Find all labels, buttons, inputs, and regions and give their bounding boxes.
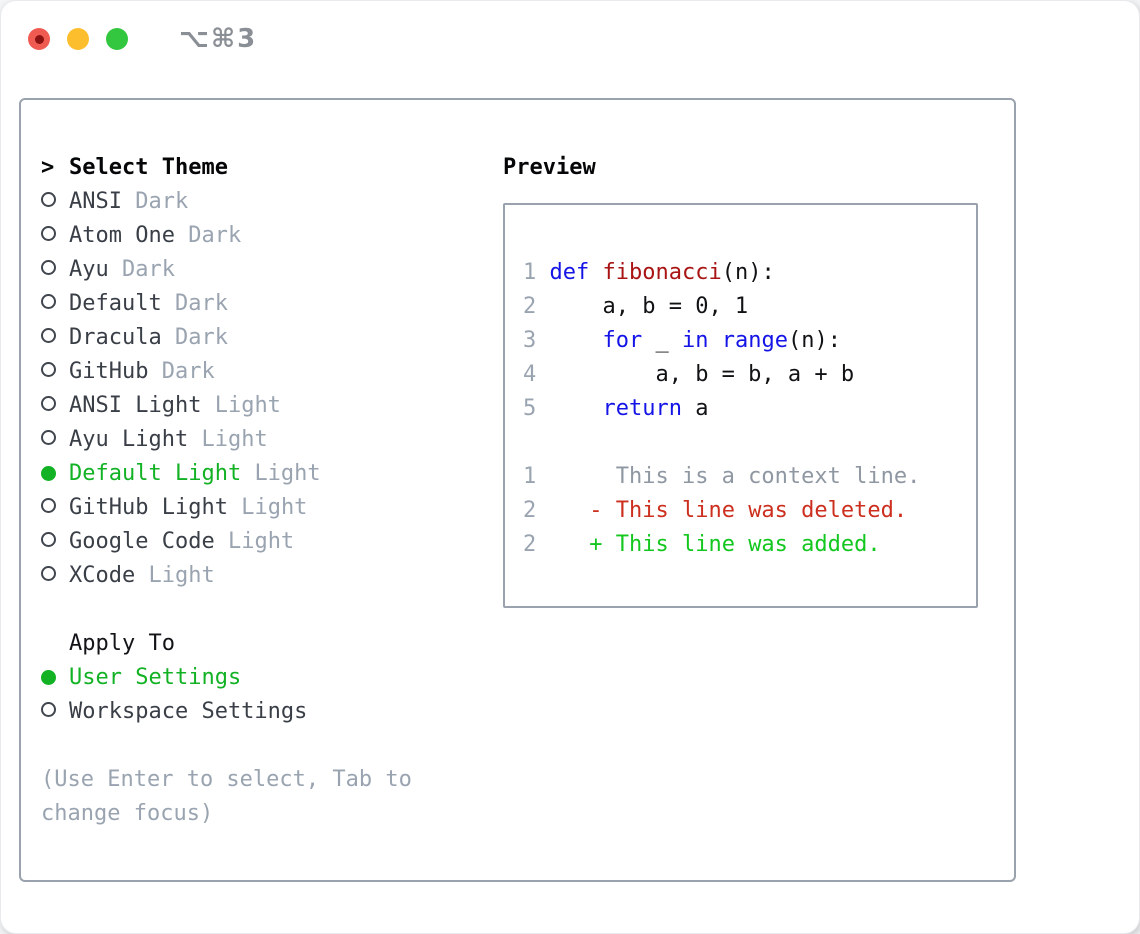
apply-to-header: Apply To bbox=[41, 627, 445, 661]
radio-outline-icon bbox=[41, 321, 69, 355]
hint-text: (Use Enter to select, Tab to change focu… bbox=[41, 767, 412, 826]
theme-name: GitHub Light bbox=[69, 495, 228, 520]
diff-line: 2 - This line was deleted. bbox=[523, 498, 908, 523]
code-line: 2 a, b = 0, 1 bbox=[523, 294, 749, 319]
radio-outline-icon bbox=[41, 389, 69, 423]
theme-item-github-light[interactable]: GitHub Light Light bbox=[41, 491, 445, 525]
prompt-caret: > bbox=[41, 155, 55, 180]
theme-item-default[interactable]: Default Dark bbox=[41, 287, 445, 321]
theme-name: Dracula bbox=[69, 325, 162, 350]
theme-name: XCode bbox=[69, 563, 136, 588]
apply-option-label: Workspace Settings bbox=[69, 699, 308, 724]
code-preview: 1 def fibonacci(n): 2 a, b = 0, 1 3 for _ … bbox=[523, 256, 960, 426]
select-theme-header: > Select Theme bbox=[41, 151, 445, 185]
theme-variant: Dark bbox=[122, 257, 175, 282]
radio-outline-icon bbox=[41, 355, 69, 389]
code-line: 1 def fibonacci(n): bbox=[523, 260, 775, 285]
theme-variant: Dark bbox=[161, 359, 215, 384]
theme-name: Google Code bbox=[69, 529, 215, 554]
radio-filled-icon bbox=[41, 661, 69, 695]
theme-item-ansi[interactable]: ANSI Dark bbox=[41, 185, 445, 219]
radio-outline-icon bbox=[41, 253, 69, 287]
theme-name: GitHub bbox=[69, 359, 149, 384]
theme-name: Ayu Light bbox=[69, 427, 189, 452]
window-title: ⌥⌘3 bbox=[179, 24, 258, 54]
radio-outline-icon bbox=[41, 491, 69, 525]
code-line: 4 a, b = b, a + b bbox=[523, 362, 855, 387]
theme-item-dracula[interactable]: Dracula Dark bbox=[41, 321, 445, 355]
apply-option-user-settings[interactable]: User Settings bbox=[41, 661, 445, 695]
radio-outline-icon bbox=[41, 185, 69, 219]
apply-option-label: User Settings bbox=[69, 665, 242, 690]
theme-variant: Dark bbox=[135, 189, 189, 214]
spacer bbox=[41, 593, 445, 627]
diff-line: 2 + This line was added. bbox=[523, 532, 881, 557]
theme-item-xcode[interactable]: XCode Light bbox=[41, 559, 445, 593]
blank-line bbox=[523, 426, 960, 460]
theme-variant: Light bbox=[227, 529, 295, 554]
radio-outline-icon bbox=[41, 559, 69, 593]
titlebar: ⌥⌘3 bbox=[1, 1, 1139, 77]
radio-filled-icon bbox=[41, 457, 69, 491]
radio-outline-icon bbox=[41, 219, 69, 253]
theme-variant: Dark bbox=[174, 325, 228, 350]
theme-name: ANSI Light bbox=[69, 393, 202, 418]
minimize-button[interactable] bbox=[67, 28, 89, 50]
theme-item-default-light[interactable]: Default Light Light bbox=[41, 457, 445, 491]
radio-outline-icon bbox=[41, 287, 69, 321]
radio-outline-icon bbox=[41, 525, 69, 559]
code-line: 3 for _ in range(n): bbox=[523, 328, 841, 353]
theme-item-atom-one[interactable]: Atom One Dark bbox=[41, 219, 445, 253]
diff-preview: 1 This is a context line. 2 - This line w… bbox=[523, 460, 960, 562]
theme-variant: Light bbox=[201, 427, 268, 452]
preview-title: Preview bbox=[503, 155, 596, 180]
preview-box: 1 def fibonacci(n): 2 a, b = 0, 1 3 for _ … bbox=[503, 203, 978, 608]
theme-item-google-code[interactable]: Google Code Light bbox=[41, 525, 445, 559]
theme-item-ansi-light[interactable]: ANSI Light Light bbox=[41, 389, 445, 423]
theme-variant: Light bbox=[254, 461, 321, 486]
select-theme-title: Select Theme bbox=[69, 155, 228, 180]
diff-line: 1 This is a context line. bbox=[523, 464, 921, 489]
radio-outline-icon bbox=[41, 423, 69, 457]
close-button[interactable] bbox=[28, 28, 50, 50]
theme-variant: Light bbox=[241, 495, 308, 520]
apply-option-workspace-settings[interactable]: Workspace Settings bbox=[41, 695, 445, 729]
theme-name: Default bbox=[69, 291, 162, 316]
theme-name: ANSI bbox=[69, 189, 122, 214]
theme-name: Ayu bbox=[69, 257, 109, 282]
theme-variant: Light bbox=[148, 563, 215, 588]
theme-variant: Dark bbox=[188, 223, 242, 248]
preview-column: Preview 1 def fibonacci(n): 2 a, b = 0, 1… bbox=[503, 151, 978, 608]
apply-to-label: Apply To bbox=[69, 631, 175, 656]
theme-name: Atom One bbox=[69, 223, 175, 248]
theme-item-ayu[interactable]: Ayu Dark bbox=[41, 253, 445, 287]
theme-variant: Light bbox=[214, 393, 281, 418]
theme-item-github[interactable]: GitHub Dark bbox=[41, 355, 445, 389]
close-dot-icon bbox=[34, 34, 44, 44]
theme-variant: Dark bbox=[174, 291, 228, 316]
code-line: 5 return a bbox=[523, 396, 709, 421]
radio-outline-icon bbox=[41, 695, 69, 729]
maximize-button[interactable] bbox=[106, 28, 128, 50]
theme-name: Default Light bbox=[69, 461, 242, 486]
theme-item-ayu-light[interactable]: Ayu Light Light bbox=[41, 423, 445, 457]
